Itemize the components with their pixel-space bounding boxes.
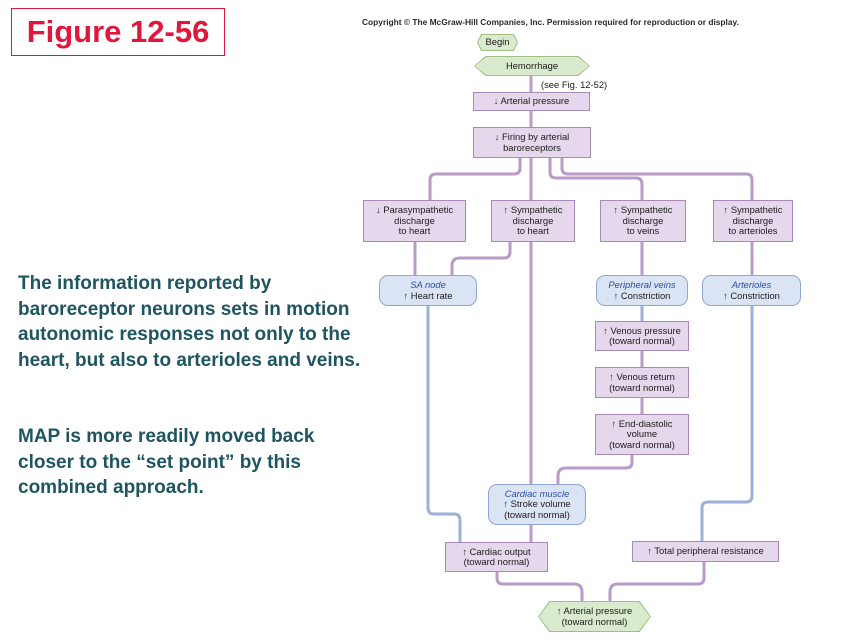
- cardiac-muscle-title: Cardiac muscle: [504, 487, 570, 499]
- peripheral-veins-title: Peripheral veins: [608, 279, 676, 290]
- link-baro-symp-veins: [548, 155, 644, 202]
- sympathetic-veins-box: ↑ Sympathetic discharge to veins: [600, 200, 686, 242]
- see-figure-note: (see Fig. 12-52): [541, 79, 608, 90]
- sa-node-title: SA node: [410, 279, 446, 290]
- venous-return-line-2: (toward normal): [609, 381, 675, 393]
- baroreceptor-line-2: baroreceptors: [503, 141, 561, 153]
- cardiac-output-line-2: (toward normal): [463, 556, 530, 567]
- link-baro-parasympathetic: [428, 155, 522, 202]
- symp-heart-line-1: ↑ Sympathetic: [503, 204, 563, 216]
- final-arterial-pressure-node: ↑ Arterial pressure (toward normal): [538, 601, 651, 632]
- begin-label: Begin: [485, 36, 510, 48]
- sa-node-text: ↑ Heart rate: [403, 289, 453, 301]
- figure-title: Figure 12-56: [11, 8, 225, 56]
- link-edv-cardiac-muscle: [556, 453, 634, 486]
- cardiac-output-box: ↑ Cardiac output (toward normal): [445, 542, 548, 572]
- baroreceptor-firing-box: ↓ Firing by arterial baroreceptors: [473, 127, 591, 158]
- venous-return-box: ↑ Venous return (toward normal): [595, 367, 689, 398]
- link-arterioles-tpr: [700, 304, 754, 543]
- tpr-label: ↑ Total peripheral resistance: [647, 545, 764, 557]
- cardiac-muscle-line-2: (toward normal): [504, 508, 570, 520]
- para-line-3: to heart: [398, 225, 431, 237]
- final-line-2: (toward normal): [561, 615, 628, 627]
- edv-line-1: ↑ End-diastolic: [611, 417, 673, 429]
- sympathetic-heart-box: ↑ Sympathetic discharge to heart: [491, 200, 575, 242]
- cardiac-muscle-line-1: ↑ Stroke volume: [503, 498, 571, 510]
- peripheral-veins-text: ↑ Constriction: [613, 289, 671, 301]
- link-tpr-final: [608, 560, 706, 602]
- copyright-notice: Copyright © The McGraw-Hill Companies, I…: [362, 17, 739, 27]
- link-sa-node-co: [426, 304, 462, 544]
- hemorrhage-node: Hemorrhage: [474, 56, 590, 76]
- symp-art-line-1: ↑ Sympathetic: [723, 204, 783, 216]
- sa-node-box: SA node ↑ Heart rate: [379, 275, 477, 306]
- venous-pressure-line-2: (toward normal): [609, 335, 675, 346]
- symp-veins-line-2: discharge: [622, 214, 664, 226]
- venous-return-line-1: ↑ Venous return: [609, 371, 675, 382]
- caption-paragraph-1: The information reported by baroreceptor…: [18, 273, 361, 371]
- total-peripheral-resistance-box: ↑ Total peripheral resistance: [632, 541, 779, 562]
- venous-pressure-line-1: ↑ Venous pressure: [603, 324, 681, 336]
- symp-heart-line-3: to heart: [517, 225, 549, 237]
- cardiac-muscle-box: Cardiac muscle ↑ Stroke volume (toward n…: [488, 484, 586, 525]
- arterioles-title: Arterioles: [731, 279, 772, 290]
- link-co-final: [495, 570, 584, 602]
- caption-paragraph-2: MAP is more readily moved back closer to…: [18, 426, 315, 498]
- end-diastolic-volume-box: ↑ End-diastolic volume (toward normal): [595, 414, 689, 455]
- arterial-pressure-box: ↓ Arterial pressure: [473, 92, 590, 111]
- symp-veins-line-1: ↑ Sympathetic: [613, 204, 673, 216]
- symp-art-line-2: discharge: [732, 214, 774, 226]
- peripheral-veins-box: Peripheral veins ↑ Constriction: [596, 275, 688, 306]
- symp-art-line-3: to arterioles: [728, 225, 778, 237]
- link-baro-symp-arterioles: [560, 155, 754, 202]
- edv-line-3: (toward normal): [609, 438, 675, 450]
- sympathetic-arterioles-box: ↑ Sympathetic discharge to arterioles: [713, 200, 793, 242]
- cardiac-output-line-1: ↑ Cardiac output: [462, 545, 531, 557]
- baroreceptor-line-1: ↓ Firing by arterial: [494, 131, 570, 142]
- parasympathetic-heart-box: ↓ Parasympathetic discharge to heart: [363, 200, 466, 242]
- symp-veins-line-3: to veins: [626, 225, 660, 237]
- symp-heart-line-2: discharge: [512, 214, 554, 226]
- arterioles-box: Arterioles ↑ Constriction: [702, 275, 801, 306]
- para-line-2: discharge: [394, 214, 435, 226]
- hemorrhage-label: Hemorrhage: [505, 59, 559, 71]
- arterioles-text: ↑ Constriction: [723, 289, 780, 301]
- venous-pressure-box: ↑ Venous pressure (toward normal): [595, 321, 689, 351]
- final-line-1: ↑ Arterial pressure: [556, 605, 633, 616]
- arterial-pressure-label: ↓ Arterial pressure: [493, 95, 570, 107]
- para-line-1: ↓ Parasympathetic: [375, 204, 454, 216]
- link-symp-heart-sa-node: [450, 240, 512, 276]
- edv-line-2: volume: [626, 428, 658, 440]
- begin-node: Begin: [477, 34, 518, 51]
